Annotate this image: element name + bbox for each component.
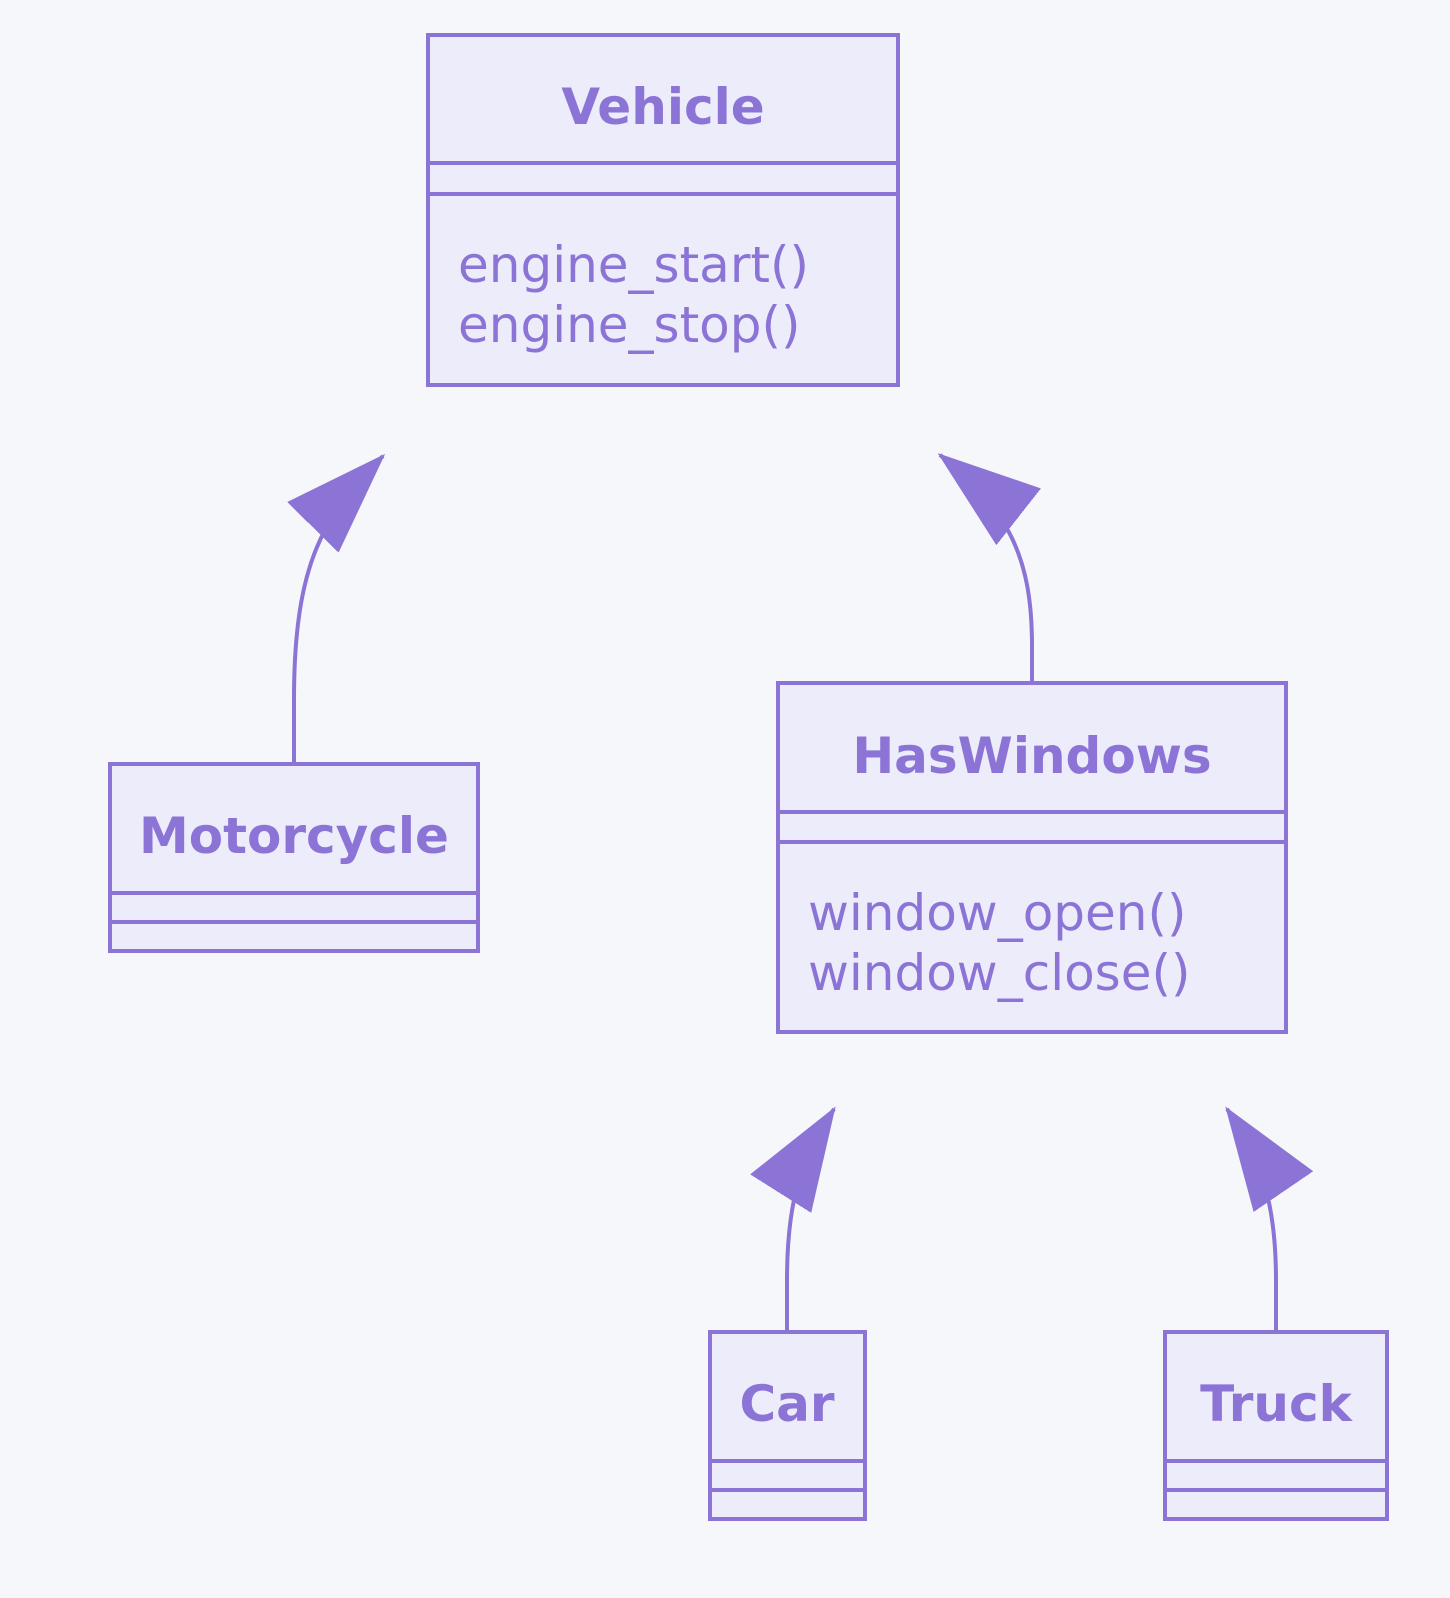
- class-box: [426, 33, 900, 387]
- relations: [294, 455, 1276, 1330]
- class-name: Motorcycle: [139, 807, 449, 865]
- method: engine_start(): [458, 236, 809, 294]
- class-name: HasWindows: [852, 727, 1211, 785]
- class-box: [1163, 1330, 1389, 1521]
- class-car: Car: [708, 1330, 867, 1521]
- class-haswindows: HasWindows window_open() window_close(): [776, 681, 1288, 1034]
- edge-motorcycle-vehicle: [294, 456, 383, 762]
- method: engine_stop(): [458, 296, 801, 354]
- edge-car-haswindows: [787, 1109, 836, 1330]
- class-truck: Truck: [1163, 1330, 1389, 1521]
- method: window_open(): [808, 884, 1187, 942]
- class-motorcycle: Motorcycle: [108, 762, 480, 953]
- class-name: Vehicle: [561, 78, 764, 136]
- class-name: Car: [739, 1375, 834, 1433]
- edge-haswindows-vehicle: [940, 455, 1032, 681]
- class-name: Truck: [1200, 1375, 1354, 1433]
- edge-truck-haswindows: [1227, 1109, 1276, 1330]
- class-box: [776, 681, 1288, 1034]
- class-box: [108, 762, 480, 953]
- class-vehicle: Vehicle engine_start() engine_stop(): [426, 33, 900, 387]
- class-box: [708, 1330, 867, 1521]
- method: window_close(): [808, 944, 1191, 1002]
